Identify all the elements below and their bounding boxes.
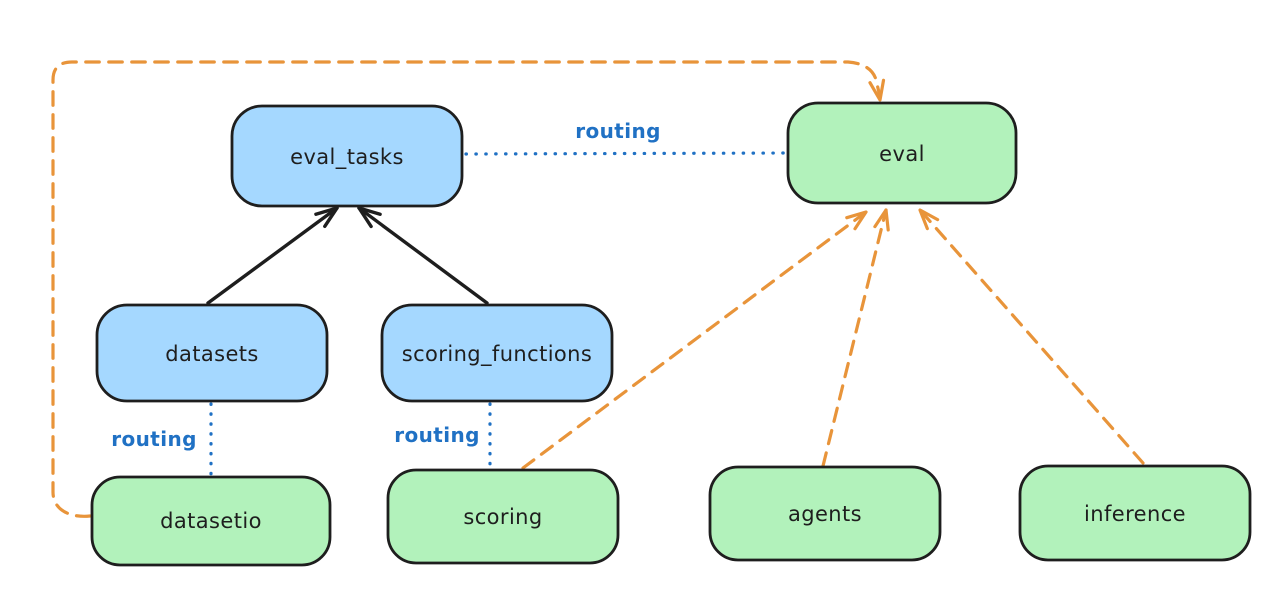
node-inference-label: inference <box>1084 502 1186 526</box>
edge-eval-tasks-to-eval <box>464 151 788 156</box>
node-eval-box <box>786 101 1018 205</box>
edge-scoring-functions-to-eval-tasks <box>357 206 489 305</box>
node-agents-label: agents <box>788 502 862 526</box>
node-scoring-box <box>386 468 620 565</box>
edge-datasetio-to-eval <box>51 60 882 518</box>
node-datasets: datasets <box>95 303 329 403</box>
edge-scoring-functions-to-eval-tasks-arrowhead <box>357 206 382 229</box>
edge-inference-to-eval <box>918 208 1145 465</box>
edge-inference-to-eval-arrowhead <box>918 208 940 231</box>
node-datasets-box <box>95 303 329 403</box>
node-eval-tasks-label: eval_tasks <box>290 145 404 170</box>
edge-scoring-to-eval <box>521 210 868 470</box>
node-eval-label: eval <box>879 142 925 166</box>
edge-scoring-to-eval-arrowhead <box>845 210 868 231</box>
edge-agents-to-eval-arrowhead <box>873 208 890 232</box>
node-agents-box <box>708 465 942 562</box>
routing-label-datasets-datasetio: routing <box>111 427 197 451</box>
node-scoring-functions-label: scoring_functions <box>402 342 592 367</box>
node-scoring-functions-box <box>380 303 614 403</box>
node-datasetio-box <box>90 475 332 567</box>
edge-datasets-to-eval-tasks-arrowhead <box>314 206 339 228</box>
node-inference: inference <box>1018 464 1252 562</box>
node-scoring: scoring <box>386 468 620 565</box>
routing-label-eval-tasks-eval: routing <box>575 119 661 143</box>
node-eval-tasks-box <box>230 104 464 208</box>
node-datasetio: datasetio <box>90 475 332 567</box>
edge-datasets-to-eval-tasks <box>206 206 339 305</box>
node-agents: agents <box>708 465 942 562</box>
node-eval-tasks: eval_tasks <box>230 104 464 208</box>
routing-label-scoring-functions-scoring: routing <box>394 423 480 447</box>
edge-agents-to-eval <box>821 208 888 468</box>
node-scoring-functions: scoring_functions <box>380 303 614 403</box>
node-datasets-label: datasets <box>165 342 259 366</box>
node-scoring-label: scoring <box>463 505 542 529</box>
node-inference-box <box>1018 464 1252 562</box>
node-eval: eval <box>786 101 1018 205</box>
node-datasetio-label: datasetio <box>160 509 262 533</box>
edge-datasetio-to-eval-arrowhead <box>868 78 886 102</box>
